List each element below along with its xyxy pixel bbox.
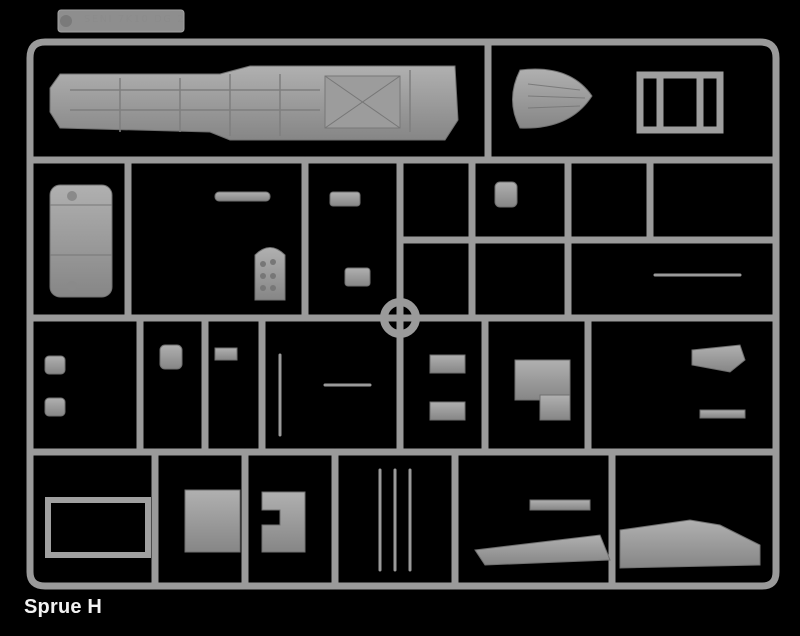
instrument-panel-part <box>254 247 286 301</box>
floor-part <box>49 65 459 141</box>
tank-part <box>49 184 113 298</box>
sprue-ring <box>380 298 420 338</box>
nose-part <box>512 68 593 129</box>
sprue-tab-molded-text: SENI 7K10 DG 2 <box>84 14 186 25</box>
sprue-frame <box>26 38 780 590</box>
frame-part <box>636 71 724 134</box>
sprue-caption: Sprue H <box>24 596 103 618</box>
